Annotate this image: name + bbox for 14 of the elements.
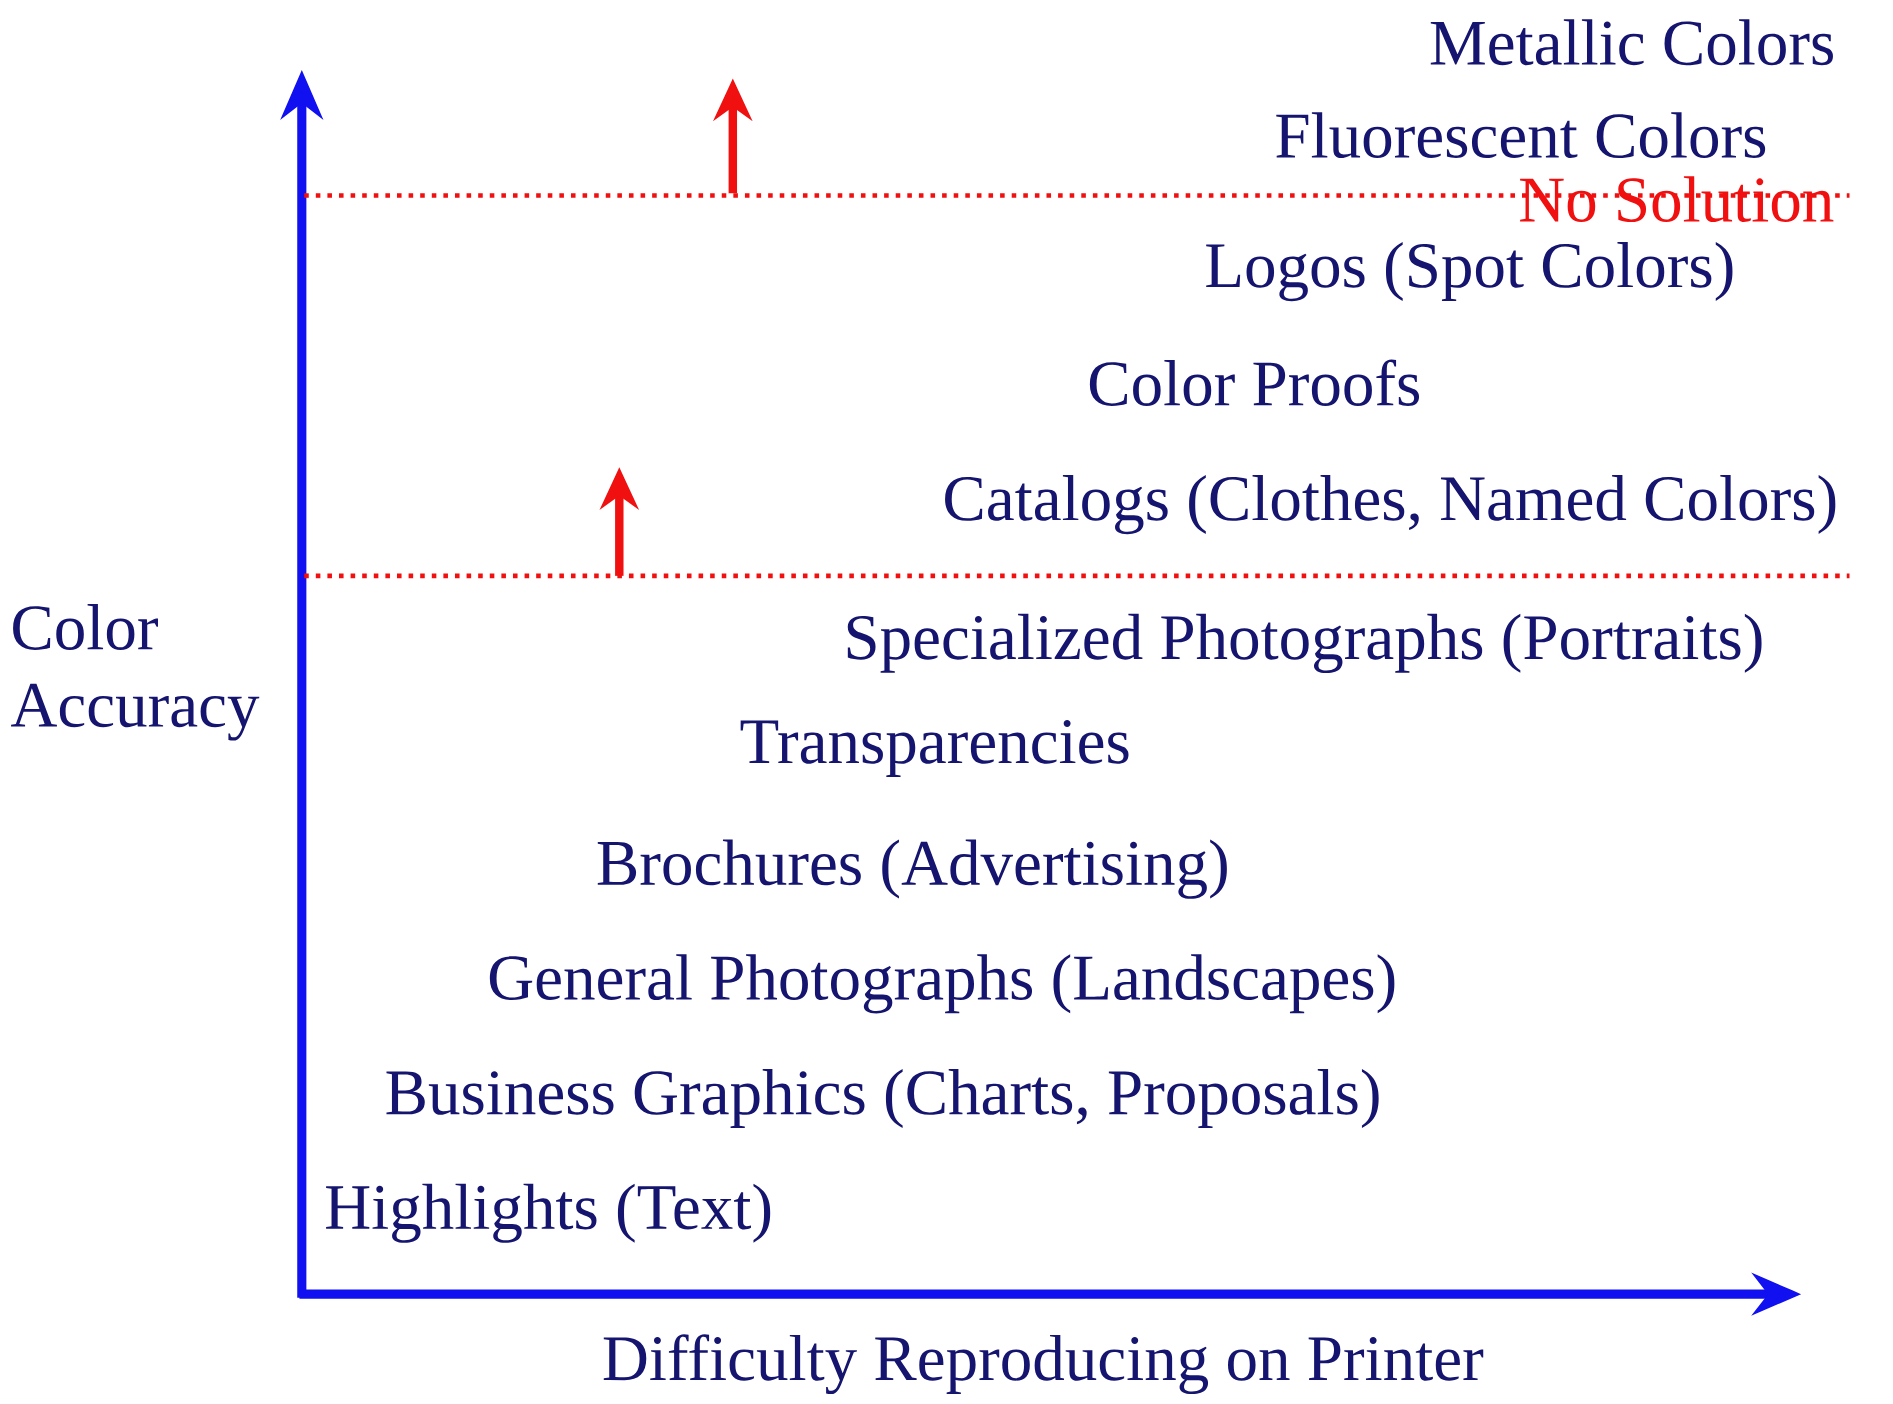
category-label: Brochures (Advertising) [597,839,1227,899]
category-label: Color Proofs [1089,359,1420,406]
category-label: Fluorescent Colors [1276,112,1766,159]
category-label: Specialized Photographs (Portraits) [847,613,1762,674]
category-label: Transparencies [740,720,1129,777]
category-label: Highlights (Text) [326,1183,771,1243]
category-label: Catalogs (Clothes, Named Colors) [945,475,1836,535]
category-label: Logos (Spot Colors) [1206,242,1733,302]
axis-label: Color Accuracy [11,604,260,741]
limit-label: No Solution [1520,176,1834,223]
category-label: General Photographs (Landscapes) [489,954,1395,1014]
category-label: Metallic Colors [1430,19,1833,66]
category-label: Business Graphics (Charts, Proposals) [386,1069,1379,1129]
axis-label: Difficulty Reproducing on Printer [603,1334,1484,1395]
